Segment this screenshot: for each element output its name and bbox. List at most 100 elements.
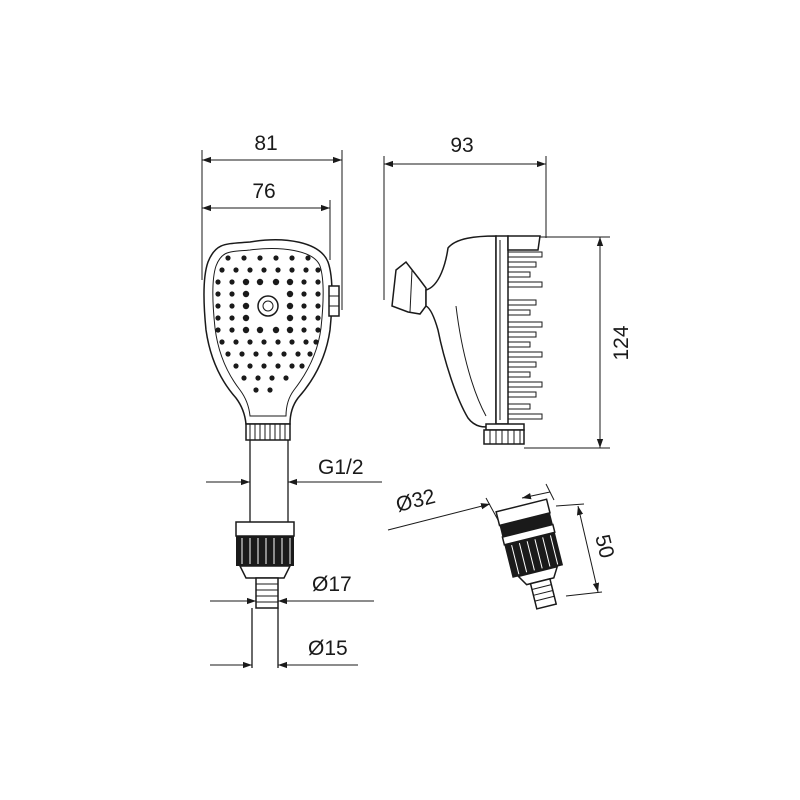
adapter-detail-view (495, 498, 564, 610)
nozzle-dot (255, 375, 261, 381)
hose-assembly (235, 440, 295, 668)
nozzle-pattern (215, 255, 321, 393)
nozzle-dot (242, 290, 250, 298)
dim-diameter-outer: Ø17 (312, 573, 352, 596)
coupling-nut-top (235, 521, 295, 537)
nozzle-dot (301, 291, 307, 297)
spray-jet (507, 351, 543, 358)
nozzle-dot (267, 351, 273, 357)
dim-diameter-inner: Ø15 (308, 637, 348, 660)
nozzle-dot (261, 363, 267, 369)
spray-jet (507, 413, 543, 420)
nozzle-dot (233, 363, 239, 369)
nozzle-dot (242, 326, 250, 334)
nozzle-dot (215, 315, 221, 321)
hose-nipple (255, 577, 279, 609)
nozzle-dot (295, 351, 301, 357)
nozzle-dot (286, 314, 294, 322)
nozzle-dot (275, 267, 281, 273)
nozzle-dot (261, 267, 267, 273)
nozzle-dot (315, 315, 321, 321)
nozzle-dot (303, 339, 309, 345)
dim-length-adapter: 50 (590, 532, 618, 560)
spray-jet (507, 321, 543, 328)
spray-jet (507, 403, 531, 410)
shower-head-side-view (391, 235, 543, 445)
dim-diameter-adapter: Ø32 (394, 485, 438, 517)
spray-jet (507, 299, 537, 306)
nozzle-dot (253, 387, 259, 393)
nozzle-dot (283, 375, 289, 381)
dim-width-overall: 81 (254, 132, 277, 155)
nozzle-dot (272, 278, 280, 286)
nozzle-dot (301, 279, 307, 285)
dimension-lines (201, 150, 610, 669)
nozzle-dot (305, 255, 311, 261)
nozzle-dot (269, 375, 275, 381)
nozzle-dot (247, 363, 253, 369)
nozzle-dot (229, 291, 235, 297)
nozzle-dot (242, 302, 250, 310)
nozzle-dot (215, 291, 221, 297)
nozzle-dot (289, 363, 295, 369)
nozzle-dot (253, 351, 259, 357)
spray-jet (507, 261, 537, 268)
spray-jet (507, 371, 531, 378)
nozzle-dot (286, 290, 294, 298)
nozzle-dot (286, 326, 294, 334)
nozzle-dot (289, 267, 295, 273)
coupling-nut-knurled (236, 536, 294, 566)
dim-depth: 93 (450, 134, 473, 157)
dim-height: 124 (610, 325, 633, 360)
nozzle-dot (241, 375, 247, 381)
nozzle-dot (233, 339, 239, 345)
spray-jet (507, 251, 543, 258)
nozzle-dot (261, 339, 267, 345)
dim-thread: G1/2 (318, 456, 364, 479)
nozzle-dot (229, 327, 235, 333)
nozzle-dot (315, 267, 321, 273)
nozzle-dot (286, 302, 294, 310)
nozzle-dot (239, 351, 245, 357)
nozzle-dot (229, 303, 235, 309)
nozzle-dot (275, 339, 281, 345)
thread-neck (245, 423, 291, 441)
nozzle-dot (315, 279, 321, 285)
nozzle-dot (247, 339, 253, 345)
nozzle-dot (242, 278, 250, 286)
nozzle-dot (256, 278, 264, 286)
nozzle-dot (242, 314, 250, 322)
spray-jet (507, 381, 543, 388)
nozzle-dot (289, 255, 295, 261)
spray-jet (507, 271, 531, 278)
nozzle-dot (289, 339, 295, 345)
wall-bracket (391, 260, 427, 315)
spray-jet (507, 341, 531, 348)
nozzle-dot (275, 363, 281, 369)
nozzle-dot (215, 279, 221, 285)
center-nozzle (257, 295, 279, 317)
nozzle-dot (303, 267, 309, 273)
nozzle-dot (272, 326, 280, 334)
spray-jet (507, 391, 537, 398)
nozzle-dot (273, 255, 279, 261)
dimension-labels: 81 76 93 124 G1/2 Ø32 50 Ø17 Ø15 (252, 132, 633, 660)
nozzle-dot (315, 291, 321, 297)
nozzle-dot (315, 327, 321, 333)
nozzle-dot (215, 327, 221, 333)
nozzle-dot (225, 255, 231, 261)
nozzle-dot (301, 303, 307, 309)
nozzle-dot (313, 339, 319, 345)
nozzle-dot (257, 255, 263, 261)
spray-jet (507, 331, 537, 338)
head-body-side (425, 235, 497, 428)
nozzle-dot (219, 339, 225, 345)
nozzle-dot (286, 278, 294, 286)
nozzle-dot (233, 267, 239, 273)
face-plate (495, 235, 509, 425)
nozzle-dot (215, 303, 221, 309)
nozzle-dot (225, 351, 231, 357)
nozzle-dot (229, 279, 235, 285)
nozzle-jets-side (507, 251, 543, 420)
